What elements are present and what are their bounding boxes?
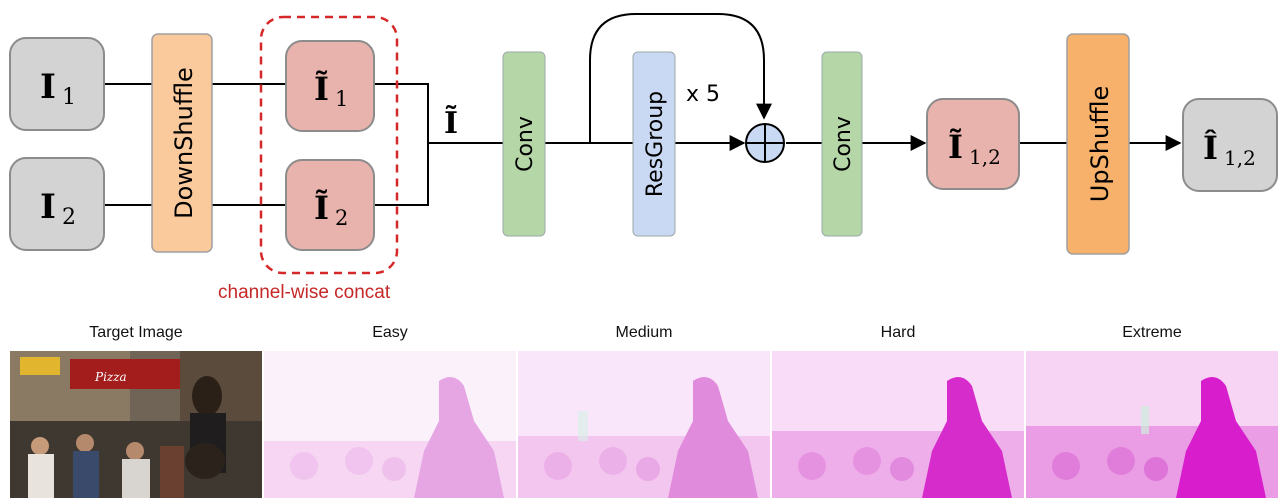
tilde-box-1: Ĩ 1 <box>285 40 375 132</box>
conv-block-2: Conv <box>821 51 863 237</box>
fused-symbol: Ĩ <box>948 128 963 166</box>
tilde-1-symbol: Ĩ <box>314 70 329 108</box>
output-symbol: Î <box>1203 129 1218 167</box>
thumbnail-easy: Easy <box>264 318 516 498</box>
thumbnail-row: Target Image Pizza <box>0 318 1287 498</box>
thumbnail-target: Target Image Pizza <box>10 318 262 498</box>
input-2-subscript: 2 <box>62 205 76 230</box>
concat-symbol: Ĩ <box>444 105 458 141</box>
conv-2-label: Conv <box>831 116 856 172</box>
input-box-1: I 1 <box>9 37 105 131</box>
tilde-box-2: Ĩ 2 <box>285 159 375 251</box>
thumbnail-hard: Hard <box>772 318 1024 498</box>
sum-node-icon <box>745 123 785 163</box>
downshuffle-block: DownShuffle <box>151 33 213 253</box>
thumbnail-extreme: Extreme <box>1026 318 1278 498</box>
concat-dashed-region <box>259 15 399 275</box>
thumbnail-title: Medium <box>615 324 673 341</box>
upshuffle-block: UpShuffle <box>1066 33 1130 255</box>
conv-block-1: Conv <box>502 51 546 237</box>
thumbnail-medium: Medium <box>518 318 770 498</box>
thumbnail-title: Easy <box>372 324 408 341</box>
fused-subscript: 1,2 <box>969 145 1001 169</box>
flow-image-easy <box>264 351 516 498</box>
input-1-symbol: I <box>40 67 56 107</box>
repeat-label: x 5 <box>686 82 720 107</box>
downshuffle-label: DownShuffle <box>170 67 198 219</box>
resgroup-block: ResGroup <box>632 51 676 237</box>
output-subscript: 1,2 <box>1224 146 1256 170</box>
connections <box>104 13 1182 206</box>
flow-image-medium <box>518 351 770 498</box>
upshuffle-label: UpShuffle <box>1086 86 1114 202</box>
tilde-2-subscript: 2 <box>335 206 348 230</box>
network-diagram: I 1 I 2 DownShuffle Ĩ 1 Ĩ 2 channel-wise… <box>9 13 1278 303</box>
target-photo: Pizza <box>10 351 262 498</box>
output-box: Î 1,2 <box>1182 98 1278 192</box>
tilde-2-symbol: Ĩ <box>314 189 329 227</box>
concat-label: channel-wise concat <box>218 282 391 303</box>
resgroup-label: ResGroup <box>643 91 668 197</box>
thumbnail-title: Target Image <box>89 324 183 341</box>
tilde-1-subscript: 1 <box>335 87 348 111</box>
flow-image-extreme <box>1026 351 1278 498</box>
input-2-symbol: I <box>40 187 56 227</box>
input-box-2: I 2 <box>9 157 105 251</box>
thumbnail-title: Hard <box>880 324 916 341</box>
fused-box: Ĩ 1,2 <box>926 98 1020 190</box>
conv-1-label: Conv <box>513 116 538 172</box>
thumbnail-title: Extreme <box>1122 324 1182 341</box>
svg-text:Pizza: Pizza <box>94 370 127 384</box>
flow-image-hard <box>772 351 1024 498</box>
input-1-subscript: 1 <box>62 85 76 110</box>
